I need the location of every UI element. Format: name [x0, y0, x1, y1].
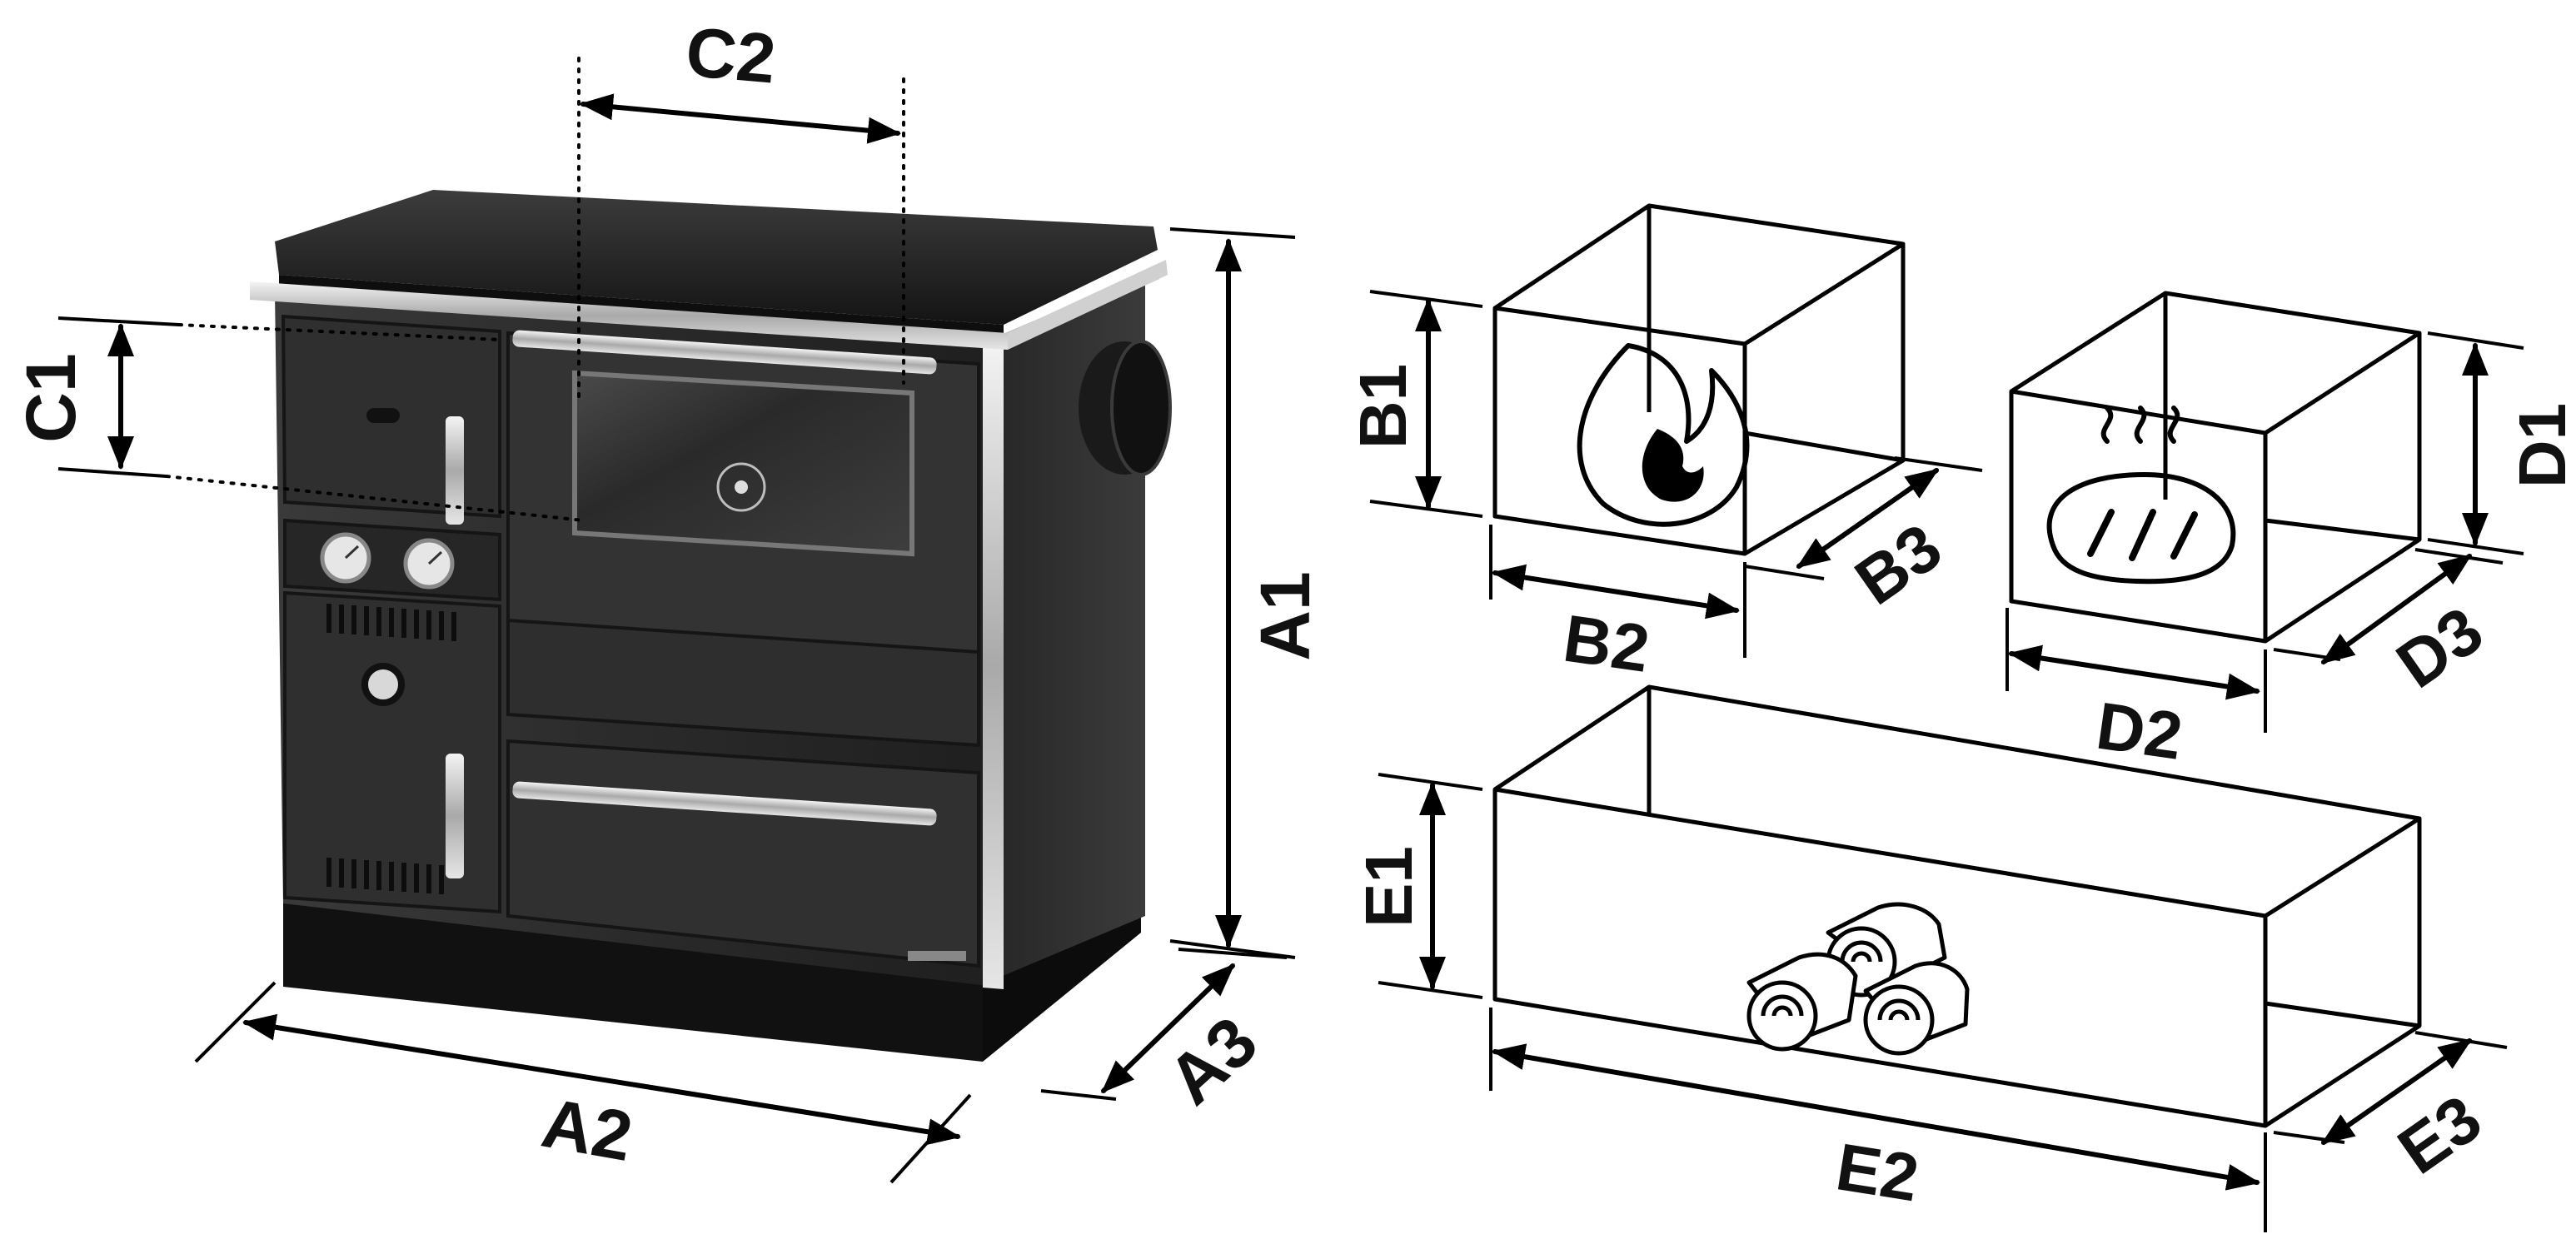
oven-handle [512, 330, 937, 375]
flame-icon [1577, 343, 1750, 527]
firebox-latch [366, 408, 400, 423]
label-a3: A3 [1153, 1002, 1272, 1120]
gauge-panel [283, 518, 501, 602]
label-d2: D2 [2092, 689, 2187, 774]
stove-cooktop-edge [279, 275, 1004, 335]
oven-thermometer-icon [716, 462, 766, 512]
e3-dimension-line [2320, 1038, 2473, 1145]
brand-plate [908, 951, 966, 961]
firewood-icon [1746, 902, 1970, 1056]
c2-dimension-line [580, 93, 901, 144]
air-control-knob [361, 663, 405, 706]
label-b2: B2 [1559, 601, 1654, 686]
vent-grille-bottom [326, 858, 444, 894]
label-a2: A2 [536, 1083, 638, 1176]
a2-dimension-line [242, 1013, 961, 1146]
storage-drawer-handle [512, 781, 937, 826]
firebox-handle [446, 416, 464, 525]
label-b1: B1 [1346, 364, 1420, 449]
stove-rail-side [1008, 260, 1168, 350]
stove-cooktop [275, 190, 1158, 325]
label-e1: E1 [1352, 846, 1426, 928]
firebox-diagram [1369, 203, 1983, 658]
stove-towel-rail [250, 281, 1008, 350]
woodbox-diagram [1378, 684, 2508, 1232]
label-a1: A1 [1246, 571, 1324, 660]
d2-dimension-line [2008, 644, 2260, 700]
oven-diagram [2005, 291, 2524, 733]
label-d1: D1 [2505, 403, 2576, 488]
label-e3: E3 [2385, 1081, 2494, 1188]
b3-dimension-line [1796, 468, 1940, 569]
label-c2: C2 [683, 12, 779, 98]
stove-illustration [250, 190, 1172, 1062]
d3-dimension-line [2320, 554, 2473, 664]
stove-front-trim [983, 341, 1004, 989]
ash-door-handle [446, 754, 464, 878]
e2-dimension-line [1492, 1043, 2260, 1191]
oven-lower-panel [506, 618, 980, 748]
b2-dimension-line [1492, 564, 1740, 620]
a3-dimension-line [1101, 963, 1235, 1093]
vent-grille-top [326, 604, 456, 641]
label-e2: E2 [1831, 1129, 1924, 1215]
stove-dimensions [57, 57, 1296, 1184]
label-c1: C1 [12, 353, 90, 442]
bread-icon [2046, 406, 2236, 585]
